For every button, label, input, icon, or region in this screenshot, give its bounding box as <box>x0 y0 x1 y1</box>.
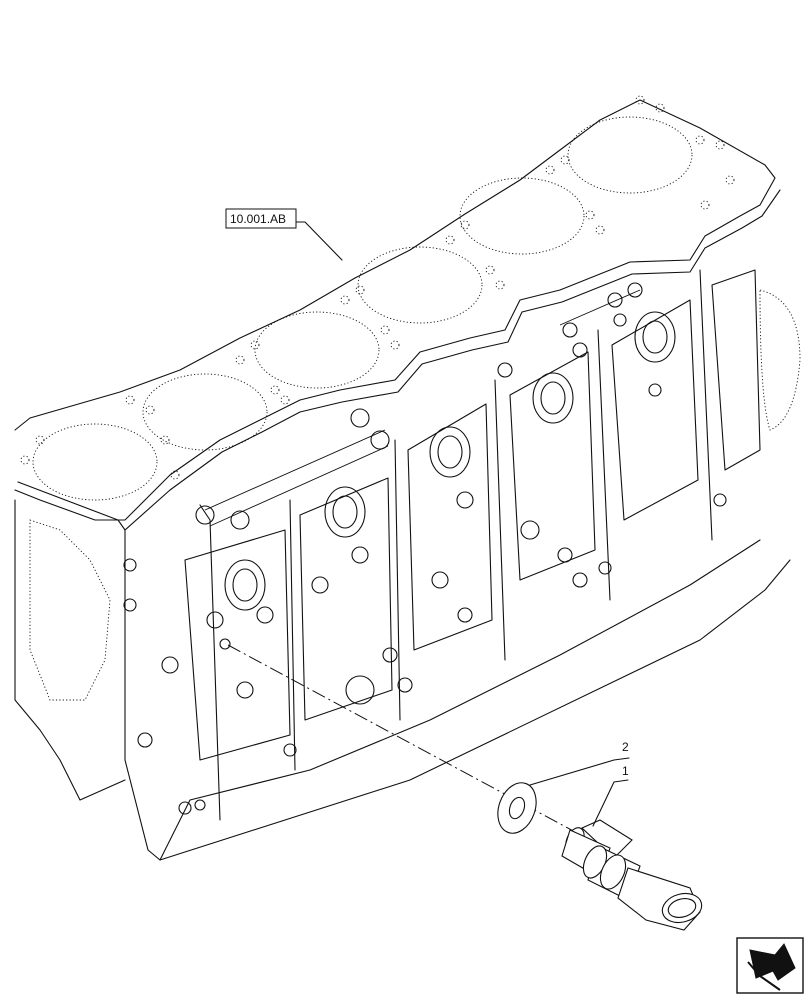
callout-2: 2 <box>529 740 630 786</box>
reference-callout[interactable]: 10.001.AB <box>225 208 343 261</box>
assembly-centerline <box>227 644 591 841</box>
reference-label[interactable]: 10.001.AB <box>230 212 286 226</box>
callout-number-1: 1 <box>622 764 629 778</box>
turn-page-arrow-icon[interactable] <box>736 937 804 994</box>
engine-block <box>14 99 801 861</box>
callout-number-2: 2 <box>622 740 629 754</box>
callout-1: 1 <box>592 764 629 827</box>
sealing-washer <box>497 782 537 834</box>
pressure-sensor <box>561 819 703 931</box>
cylinder-bores <box>32 116 693 501</box>
head-bolt-holes <box>20 95 735 480</box>
block-bosses <box>123 282 727 815</box>
